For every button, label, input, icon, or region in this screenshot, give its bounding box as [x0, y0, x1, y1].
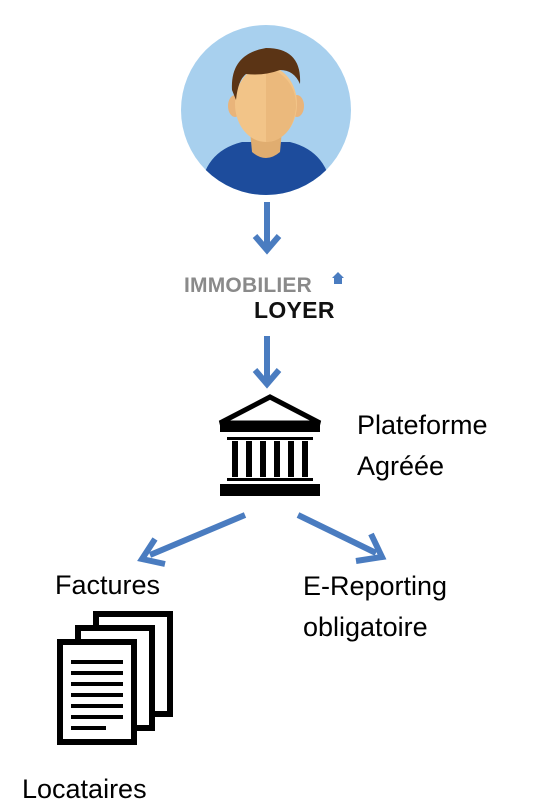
- tenants-label: Locataires: [22, 774, 147, 804]
- invoices-label: Factures: [55, 570, 161, 600]
- documents-stack-icon: [57, 611, 173, 745]
- bank-building-icon: [218, 394, 322, 496]
- ereporting-label-line2: obligatoire: [303, 612, 428, 642]
- logo-text-loyer: LOYER: [254, 297, 335, 323]
- ereporting-label-line1: E-Reporting: [303, 571, 448, 601]
- arrow-down-1: [252, 202, 282, 255]
- platform-label-line1: Plateforme: [357, 410, 488, 440]
- arrow-right-diagonal: [296, 512, 387, 564]
- platform-label-line2: Agréée: [357, 451, 445, 481]
- logo-text-immobilier: IMMOBILIER: [184, 274, 312, 297]
- arrow-down-2: [252, 336, 282, 389]
- house-icon: [332, 272, 344, 284]
- user-avatar-icon: [181, 25, 351, 195]
- arrow-left-diagonal: [137, 512, 247, 567]
